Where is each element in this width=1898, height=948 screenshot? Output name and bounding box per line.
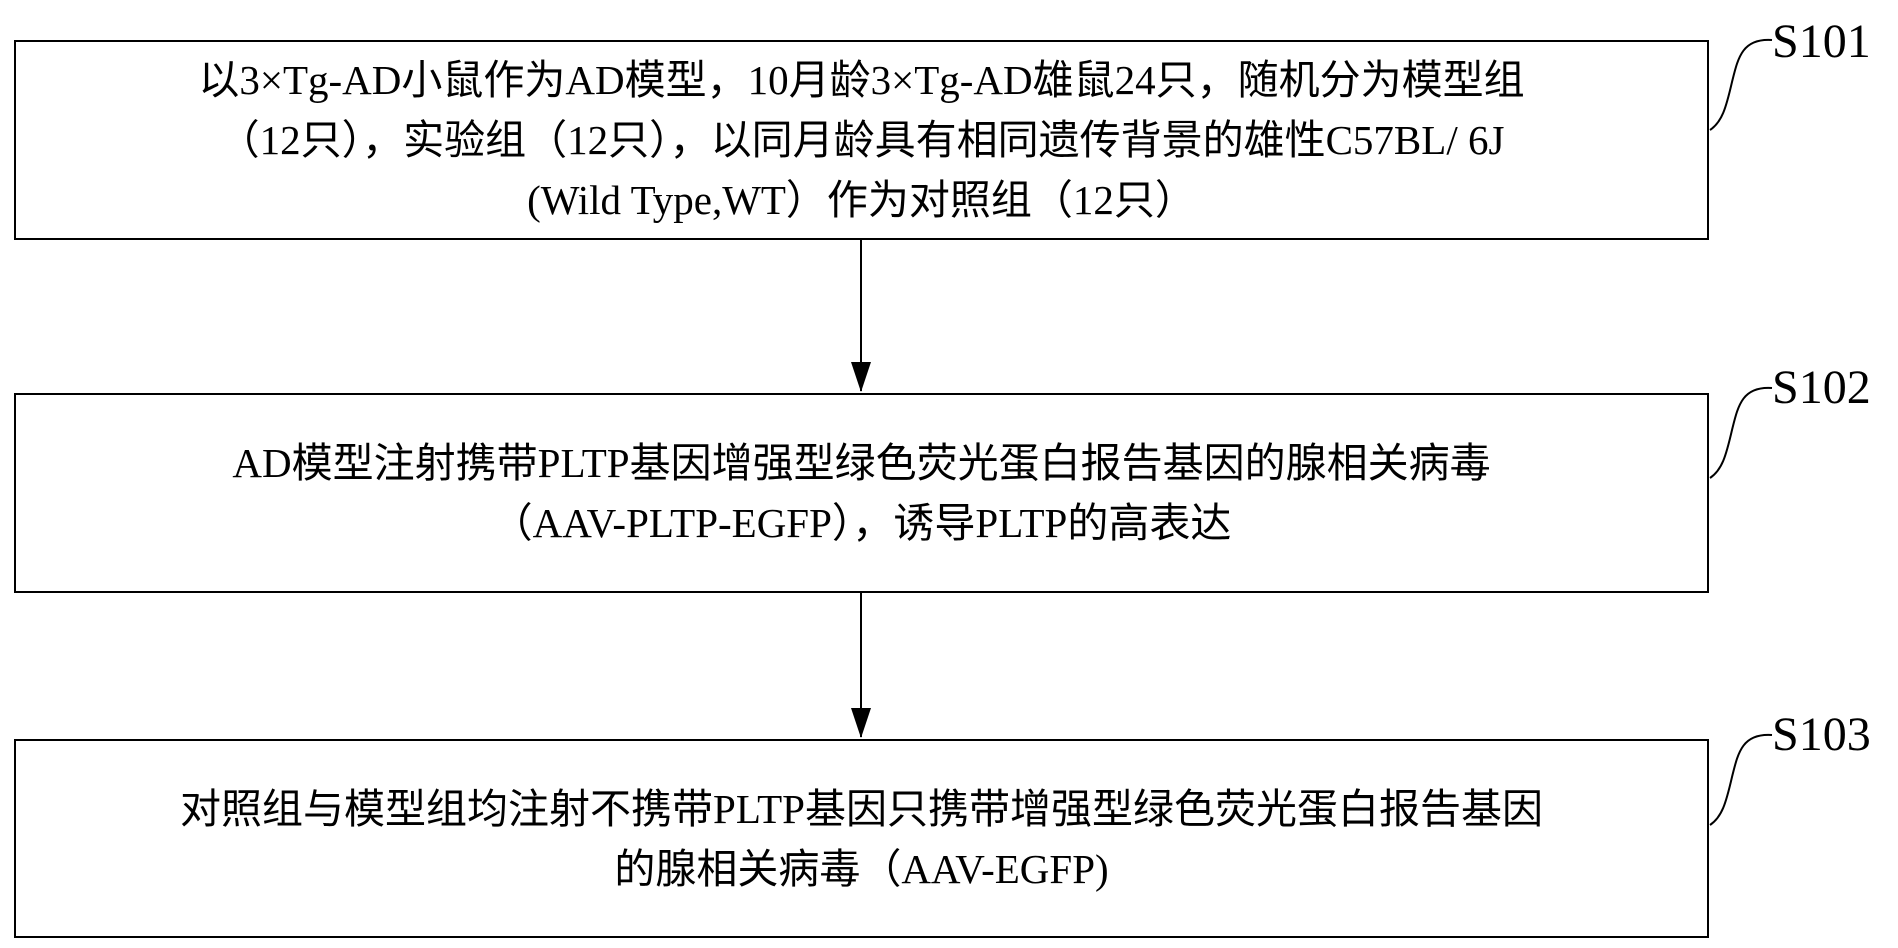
leader-curve-s102 [1709, 386, 1773, 479]
step-s101-line-2: （12只），实验组（12只），以同月龄具有相同遗传背景的雄性C57BL/ 6J [218, 117, 1505, 163]
step-s102-line-2: （AAV-PLTP-EGFP），诱导PLTP的高表达 [491, 500, 1232, 546]
step-s103-line-2: 的腺相关病毒（AAV-EGFP) [614, 845, 1109, 892]
arrow-s101-to-s102-head [851, 362, 871, 392]
leader-curve-s103 [1709, 733, 1773, 826]
step-label-s103: S103 [1772, 708, 1871, 761]
step-s101-line-1: 以3×Tg-AD小鼠作为AD模型，10月龄3×Tg-AD雄鼠24只，随机分为模型… [198, 57, 1525, 103]
step-s103-line-1: 对照组与模型组均注射不携带PLTP基因只携带增强型绿色荧光蛋白报告基因 [180, 785, 1543, 832]
step-label-s101: S101 [1772, 15, 1871, 68]
step-s101-line-3: (Wild Type,WT）作为对照组（12只） [527, 177, 1196, 223]
arrow-s102-to-s103-head [851, 708, 871, 738]
leader-curve-s101 [1709, 38, 1773, 131]
step-box-s101: 以3×Tg-AD小鼠作为AD模型，10月龄3×Tg-AD雄鼠24只，随机分为模型… [14, 40, 1709, 240]
step-label-s102: S102 [1772, 361, 1871, 414]
step-box-s103: 对照组与模型组均注射不携带PLTP基因只携带增强型绿色荧光蛋白报告基因 的腺相关… [14, 739, 1709, 938]
step-s102-line-1: AD模型注射携带PLTP基因增强型绿色荧光蛋白报告基因的腺相关病毒 [232, 440, 1491, 486]
step-box-s102: AD模型注射携带PLTP基因增强型绿色荧光蛋白报告基因的腺相关病毒 （AAV-P… [14, 393, 1709, 593]
